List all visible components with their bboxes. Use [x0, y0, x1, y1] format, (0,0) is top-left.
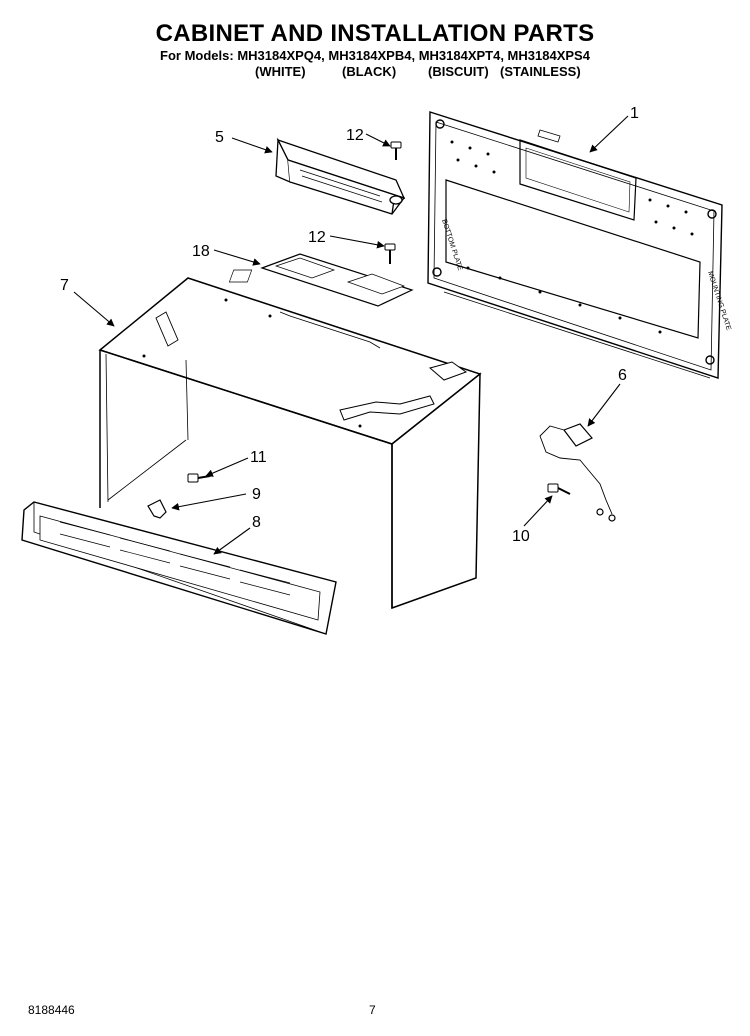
- screw-10: [547, 483, 571, 495]
- callout-6: 6: [618, 367, 627, 384]
- variant-black: (BLACK): [342, 64, 397, 79]
- variant-white: (WHITE): [255, 64, 306, 79]
- variant-stainless: (STAINLESS): [500, 64, 581, 79]
- document-number: 8188446: [28, 1003, 75, 1017]
- cabinet-box: [98, 277, 482, 610]
- callout-1: 1: [630, 105, 639, 122]
- thermal-cutout: [539, 423, 616, 522]
- clip-9: [147, 499, 167, 519]
- callout-12-lower: 12: [308, 229, 326, 246]
- callout-5: 5: [215, 129, 224, 146]
- page-number: 7: [369, 1003, 376, 1017]
- page-title: CABINET AND INSTALLATION PARTS: [155, 20, 595, 47]
- models-line: For Models: MH3184XPQ4, MH3184XPB4, MH31…: [160, 48, 590, 63]
- front-vent-grille: [21, 501, 337, 635]
- grille-plate: [228, 253, 414, 307]
- screw-12-top: [390, 141, 402, 160]
- variant-biscuit: (BISCUIT): [428, 64, 489, 79]
- callout-8: 8: [252, 514, 261, 531]
- vent-bracket: [275, 137, 406, 215]
- callout-12-top: 12: [346, 127, 364, 144]
- leader-lines: [73, 115, 629, 555]
- screw-12-lower: [384, 243, 396, 264]
- mounting-plate: [427, 111, 723, 379]
- callout-10: 10: [512, 528, 530, 545]
- callout-18: 18: [192, 243, 210, 260]
- callout-numbers: 1 5 12 12 18 7 6 11 9 8 10: [60, 105, 639, 545]
- callout-11: 11: [250, 449, 267, 466]
- callout-9: 9: [252, 486, 261, 503]
- callout-7: 7: [60, 277, 69, 294]
